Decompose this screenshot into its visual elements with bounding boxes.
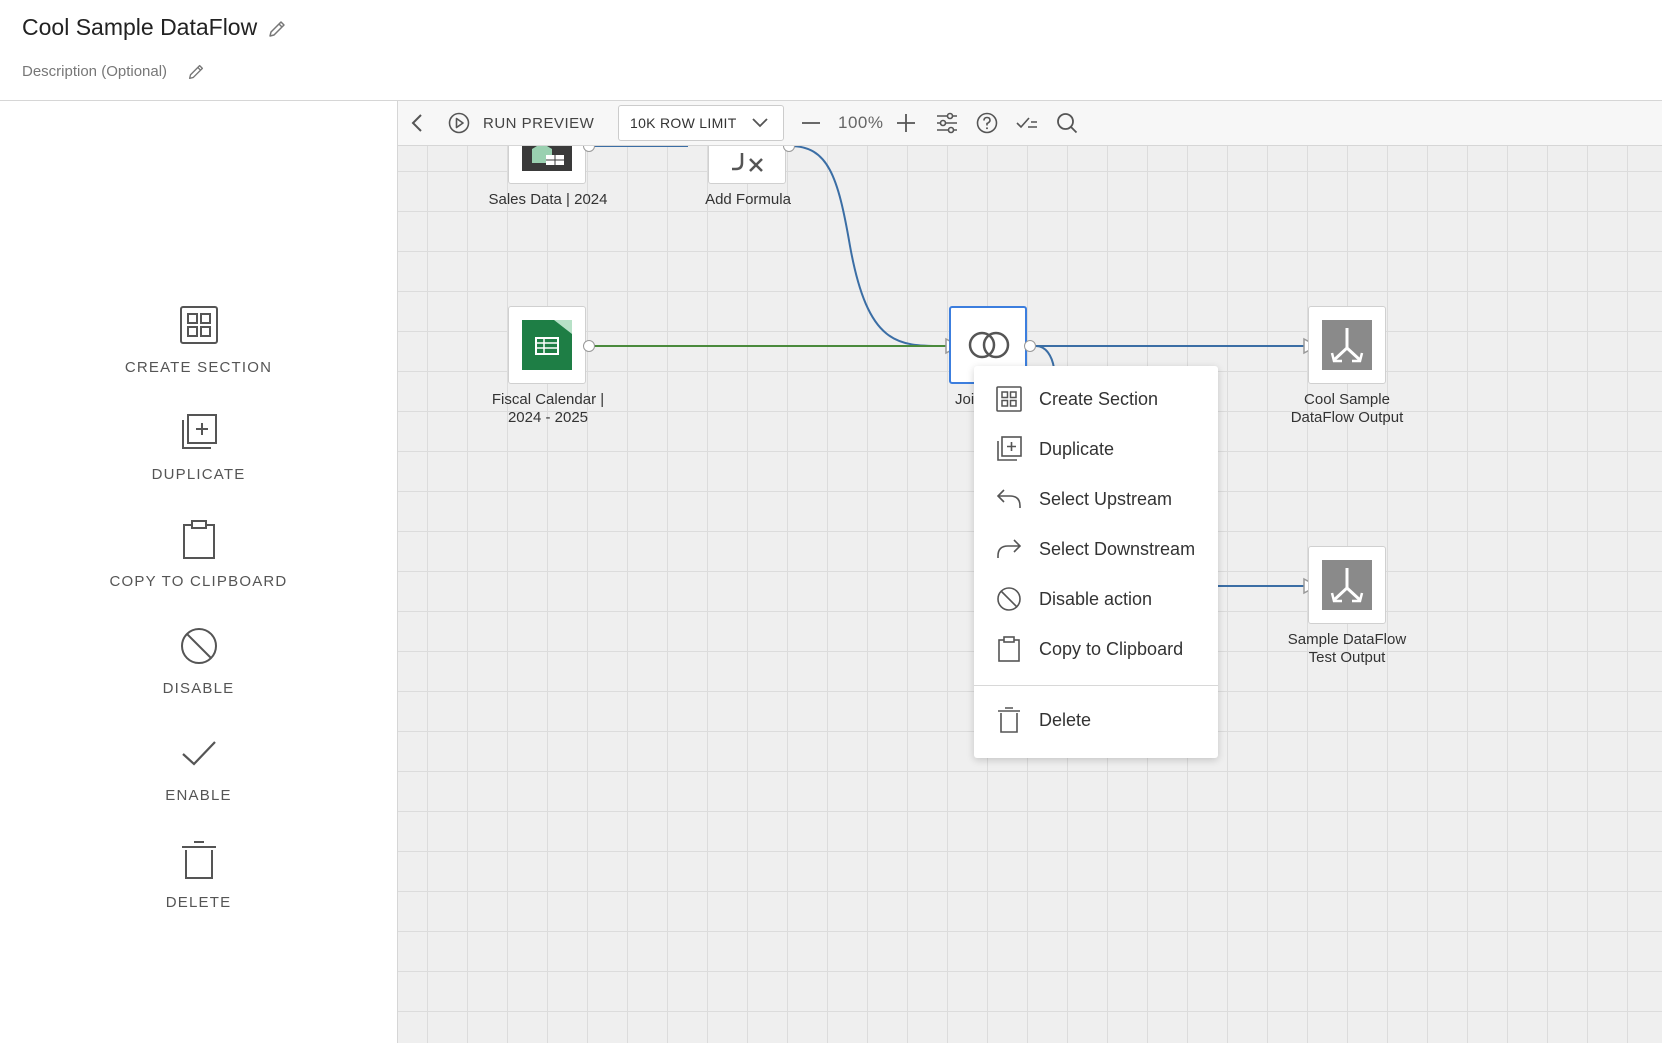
fiscal-calendar-label: Fiscal Calendar | 2024 - 2025 <box>458 391 638 427</box>
ctx-delete[interactable]: Delete <box>974 697 1218 743</box>
sliders-icon <box>937 112 957 134</box>
ctx-duplicate-label: Duplicate <box>1039 438 1115 459</box>
grid-icon <box>996 386 1022 412</box>
join-output-port[interactable] <box>1024 340 1036 352</box>
zoom-in-button[interactable] <box>896 101 916 145</box>
output2-label-line2: Test Output <box>1308 649 1386 666</box>
output-icon <box>1322 560 1372 610</box>
row-limit-dropdown[interactable]: 10K ROW LIMIT <box>618 105 784 141</box>
zoom-out-button[interactable] <box>801 101 821 145</box>
output-icon <box>1322 320 1372 370</box>
row-limit-value: 10K ROW LIMIT <box>630 115 737 131</box>
duplicate-button[interactable]: DUPLICATE <box>0 412 397 512</box>
duplicate-icon <box>997 436 1022 461</box>
arrow-back-icon <box>996 489 1021 508</box>
chevron-down-icon <box>752 118 768 128</box>
copy-to-clipboard-button[interactable]: COPY TO CLIPBOARD <box>0 519 397 619</box>
trash-icon <box>998 707 1020 733</box>
run-preview-button[interactable]: RUN PREVIEW <box>448 101 594 145</box>
validate-button[interactable] <box>1016 101 1038 145</box>
ctx-duplicate[interactable]: Duplicate <box>974 426 1218 472</box>
link-join-output2-start <box>1035 345 1055 369</box>
delete-label: DELETE <box>165 894 232 911</box>
canvas-toolbar: RUN PREVIEW 10K ROW LIMIT 100% <box>398 101 1662 146</box>
disable-icon <box>180 628 217 664</box>
ctx-copy-to-clipboard-label: Copy to Clipboard <box>1039 638 1184 659</box>
disable-label: DISABLE <box>162 680 235 697</box>
page-title[interactable]: Cool Sample DataFlow <box>22 14 258 40</box>
collapse-button[interactable] <box>410 101 424 145</box>
create-section-button[interactable]: CREATE SECTION <box>0 305 397 405</box>
link-formula-join <box>789 146 944 347</box>
clipboard-icon <box>182 520 215 559</box>
search-button[interactable] <box>1056 101 1078 145</box>
ctx-create-section[interactable]: Create Section <box>974 376 1218 422</box>
node-output-sample-test[interactable] <box>1308 546 1386 624</box>
search-icon <box>1057 113 1078 134</box>
ctx-select-upstream-label: Select Upstream <box>1039 488 1173 509</box>
plus-icon <box>897 114 915 132</box>
ctx-create-section-label: Create Section <box>1039 388 1159 409</box>
ctx-separator <box>974 685 1218 686</box>
duplicate-icon <box>181 414 217 449</box>
ctx-delete-label: Delete <box>1039 709 1092 730</box>
help-button[interactable] <box>976 101 998 145</box>
create-section-label: CREATE SECTION <box>124 359 273 376</box>
minus-icon <box>802 122 820 124</box>
copy-to-clipboard-label: COPY TO CLIPBOARD <box>109 573 288 590</box>
output1-label-line1: Cool Sample <box>1304 391 1390 408</box>
run-preview-label: RUN PREVIEW <box>483 114 595 132</box>
fiscal-calendar-label-line2: 2024 - 2025 <box>507 409 589 426</box>
database-icon <box>522 146 572 171</box>
node-sales-data[interactable] <box>508 146 586 184</box>
disable-icon <box>997 587 1021 611</box>
settings-button[interactable] <box>936 101 958 145</box>
action-sidebar: CREATE SECTION DUPLICATE COPY TO CLIPBOA… <box>0 101 398 1043</box>
pencil-icon[interactable] <box>266 18 288 40</box>
trash-icon <box>181 841 216 879</box>
fiscal-calendar-output-port[interactable] <box>583 340 595 352</box>
add-formula-label: Add Formula <box>705 191 791 208</box>
join-icon <box>968 331 1010 359</box>
zoom-level: 100% <box>838 113 884 132</box>
clipboard-icon <box>998 636 1020 662</box>
fiscal-calendar-label-line1: Fiscal Calendar | <box>491 391 605 408</box>
play-circle-icon <box>448 112 470 134</box>
formula-icon <box>732 153 763 172</box>
sheets-icon <box>522 320 572 370</box>
ctx-select-downstream[interactable]: Select Downstream <box>974 526 1218 572</box>
check-icon <box>181 741 216 766</box>
duplicate-label: DUPLICATE <box>151 466 246 483</box>
ctx-select-downstream-label: Select Downstream <box>1039 538 1196 559</box>
context-menu: Create Section Duplicate Select Upstream… <box>974 366 1218 758</box>
delete-button[interactable]: DELETE <box>0 840 397 940</box>
output1-label: Cool Sample DataFlow Output <box>1257 391 1437 427</box>
page-header: Cool Sample DataFlow Description (Option… <box>0 0 1662 101</box>
output2-label-line1: Sample DataFlow <box>1287 631 1407 648</box>
sales-data-label: Sales Data | 2024 <box>488 191 608 208</box>
node-add-formula[interactable] <box>708 146 786 184</box>
output2-label: Sample DataFlow Test Output <box>1257 631 1437 667</box>
enable-button[interactable]: ENABLE <box>0 733 397 833</box>
node-fiscal-calendar[interactable] <box>508 306 586 384</box>
ctx-copy-to-clipboard[interactable]: Copy to Clipboard <box>974 626 1218 672</box>
join-label: Joi <box>955 391 975 408</box>
check-list-icon <box>1016 117 1037 129</box>
disable-button[interactable]: DISABLE <box>0 626 397 726</box>
ctx-disable-action[interactable]: Disable action <box>974 576 1218 622</box>
help-icon <box>976 112 998 134</box>
ctx-select-upstream[interactable]: Select Upstream <box>974 476 1218 522</box>
arrow-forward-icon <box>997 539 1022 558</box>
pencil-icon[interactable] <box>186 62 206 82</box>
description-field[interactable]: Description (Optional) <box>22 63 168 80</box>
enable-label: ENABLE <box>165 787 232 804</box>
ctx-disable-action-label: Disable action <box>1039 588 1153 609</box>
output1-label-line2: DataFlow Output <box>1290 409 1404 426</box>
grid-icon <box>179 306 218 344</box>
chevron-left-icon <box>411 114 422 132</box>
node-output-cool-sample[interactable] <box>1308 306 1386 384</box>
